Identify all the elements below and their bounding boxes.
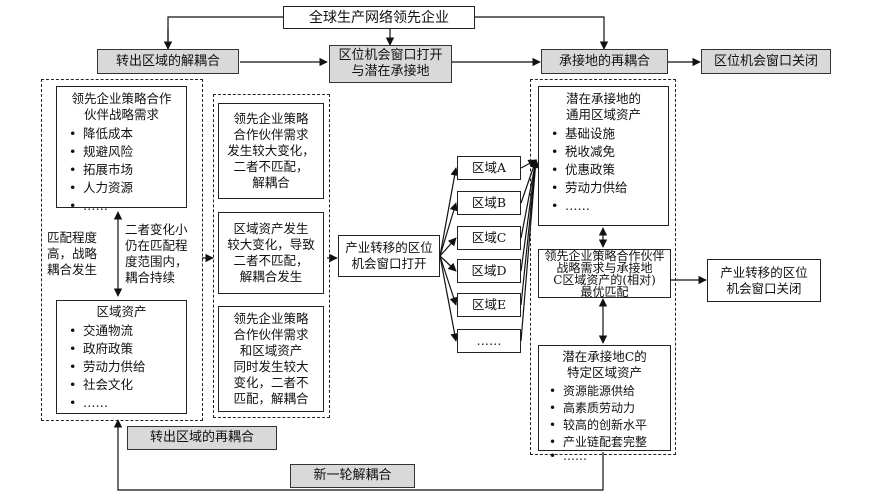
list-item: …… [543,197,664,215]
list-item: 降低成本 [61,125,182,143]
regional-assets-title: 区域资产 [96,304,147,319]
list-item: 优惠政策 [543,161,664,179]
list-item: 高素质劳动力 [541,400,668,417]
small-change-text: 二者变化小 仍在匹配程 度范围内， 耦合持续 [125,222,188,285]
firm-needs-title: 领先企业策略合作 伙伴战略需求 [71,91,172,122]
list-item: 资源能源供给 [541,383,668,400]
region-box-d: 区域D [457,259,521,283]
decouple-out-box: 转出区域的解耦合 [97,49,239,74]
region-label: 区域A [471,160,507,175]
list-item: 交通物流 [61,322,182,340]
window-open-potential-label: 区位机会窗口打开 与潜在承接地 [338,48,443,79]
case-firm-change-box: 领先企业策略 合作伙伴需求 发生较大变化， 二者不匹配， 解耦合 [218,103,324,199]
region-label: 区域D [471,263,507,278]
recouple-host-box: 承接地的再耦合 [541,49,668,74]
list-item: …… [61,197,182,215]
region-box-e: 区域E [457,293,521,317]
list-item: 基础设施 [543,125,664,143]
case-asset-change-text: 区域资产发生 较大变化，导致 二者不匹配， 解耦合发生 [227,221,315,284]
window-close-label: 区位机会窗口关闭 [713,53,818,69]
list-item: 规避风险 [61,143,182,161]
firm-needs-box: 领先企业策略合作 伙伴战略需求 降低成本 规避风险 拓展市场 人力资源 …… [56,86,187,215]
general-assets-list: 基础设施 税收减免 优惠政策 劳动力供给 …… [543,125,664,215]
list-item: 税收减免 [543,143,664,161]
window-closed-text: 产业转移的区位 机会窗口关闭 [720,264,808,296]
case-firm-change-text: 领先企业策略 合作伙伴需求 发生较大变化， 二者不匹配， 解耦合 [227,111,315,190]
region-box-more: …… [457,329,521,353]
regional-assets-list: 交通物流 政府政策 劳动力供给 社会文化 …… [61,322,182,412]
recouple-out-label: 转出区域的再耦合 [149,430,254,445]
window-closed-box: 产业转移的区位 机会窗口关闭 [707,259,821,302]
list-item: 较高的创新水平 [541,417,668,434]
best-match-box: 领先企业策略合作伙伴 战略需求与承接地 C区域资产的(相对) 最优匹配 [538,249,671,298]
firm-needs-list: 降低成本 规避风险 拓展市场 人力资源 …… [61,125,182,215]
firm-connector [167,16,283,49]
window-close-box: 区位机会窗口关闭 [701,49,831,74]
region-box-b: 区域B [457,191,521,215]
region-label: …… [476,333,502,348]
list-item: 社会文化 [61,376,182,394]
recouple-out-box: 转出区域的再耦合 [127,426,277,450]
window-open-box: 产业转移的区位 机会窗口打开 [338,235,440,277]
middle-group-frame [213,94,330,418]
list-item: 劳动力供给 [61,358,182,376]
specific-assets-box: 潜在承接地C的 特定区域资产 资源能源供给 高素质劳动力 较高的创新水平 产业链… [538,345,671,462]
case-both-change-box: 领先企业策略 合作伙伴需求 和区域资产 同时发生较大 变化，二者不 匹配，解耦合 [218,306,324,412]
left-group-frame [41,79,203,421]
recouple-host-label: 承接地的再耦合 [558,53,650,69]
list-item: …… [541,450,668,462]
specific-assets-title: 潜在承接地C的 特定区域资产 [562,349,647,380]
case-asset-change-box: 区域资产发生 较大变化，导致 二者不匹配， 解耦合发生 [218,212,324,294]
firm-box: 全球生产网络领先企业 [283,6,475,29]
list-item: 人力资源 [61,179,182,197]
list-item: 拓展市场 [61,161,182,179]
region-box-c: 区域C [457,226,521,250]
case-both-change-text: 领先企业策略 合作伙伴需求 和区域资产 同时发生较大 变化，二者不 匹配，解耦合 [233,311,309,406]
firm-label: 全球生产网络领先企业 [309,9,449,26]
regional-assets-box: 区域资产 交通物流 政府政策 劳动力供给 社会文化 …… [56,300,187,414]
window-open-text: 产业转移的区位 机会窗口打开 [345,240,433,271]
region-label: 区域C [471,230,507,245]
specific-assets-list: 资源能源供给 高素质劳动力 较高的创新水平 产业链配套完整 …… [541,383,668,462]
list-item: 政府政策 [61,340,182,358]
match-high-text: 匹配程度 高，战略 耦合发生 [47,230,98,277]
new-round-box: 新一轮解耦合 [290,464,415,488]
general-assets-box: 潜在承接地的 通用区域资产 基础设施 税收减免 优惠政策 劳动力供给 …… [538,86,669,226]
list-item: 产业链配套完整 [541,434,668,451]
list-item: 劳动力供给 [543,179,664,197]
decouple-out-label: 转出区域的解耦合 [115,53,220,69]
region-label: 区域E [471,297,507,312]
best-match-text: 领先企业策略合作伙伴 战略需求与承接地 C区域资产的(相对) 最优匹配 [544,248,665,299]
region-box-a: 区域A [457,156,521,180]
general-assets-title: 潜在承接地的 通用区域资产 [565,91,641,122]
list-item: …… [61,394,182,412]
region-label: 区域B [471,195,507,210]
window-open-potential-box: 区位机会窗口打开 与潜在承接地 [329,45,452,83]
new-round-label: 新一轮解耦合 [313,468,392,483]
